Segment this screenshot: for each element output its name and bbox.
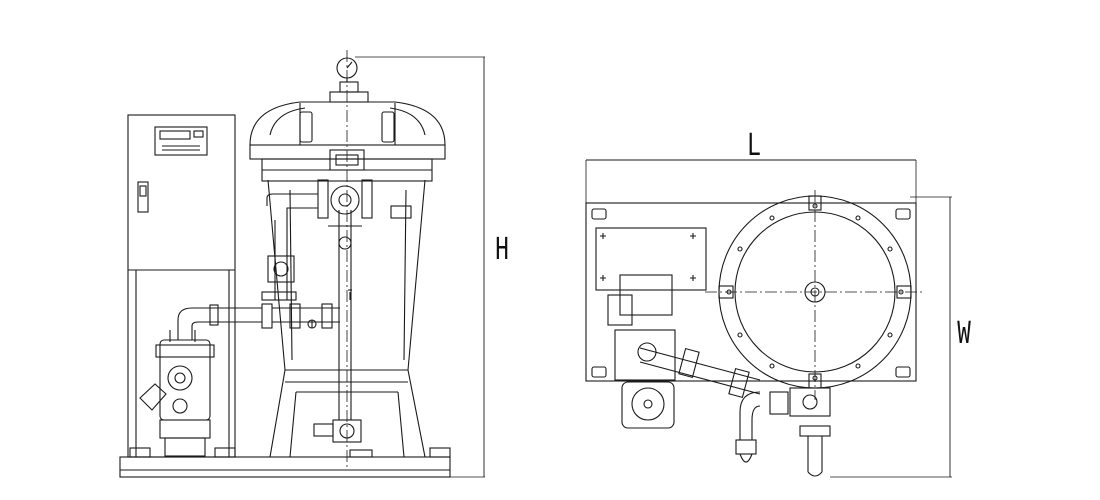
outlet-plan: [735, 387, 831, 477]
width-dimension: W: [830, 196, 971, 478]
controller-panel: [154, 126, 208, 156]
front-elevation-view: H: [119, 50, 509, 478]
plan-view: L W: [585, 128, 971, 478]
base-skid: [119, 447, 451, 478]
diagonal-pipe-plan: [639, 347, 761, 399]
height-label: H: [495, 232, 509, 267]
height-dimension: H: [355, 56, 509, 478]
control-cabinet: [127, 114, 236, 458]
drop-pipe: [313, 210, 362, 443]
cabinet-plan: [595, 227, 707, 291]
outlet-valve-block: [317, 149, 373, 250]
pump-plan: [607, 274, 676, 429]
length-dimension: L: [585, 128, 917, 203]
width-label: W: [957, 316, 971, 351]
vessel-top-fitting: [804, 281, 826, 303]
vessel-lid: [249, 81, 446, 182]
feed-pump: [139, 330, 215, 457]
vessel-stand: [269, 369, 426, 458]
connecting-piping: [177, 193, 340, 340]
vessel-plan: [705, 190, 925, 400]
flange-bolts: [726, 203, 904, 381]
flow-meter: [137, 181, 149, 213]
length-label: L: [747, 128, 761, 163]
